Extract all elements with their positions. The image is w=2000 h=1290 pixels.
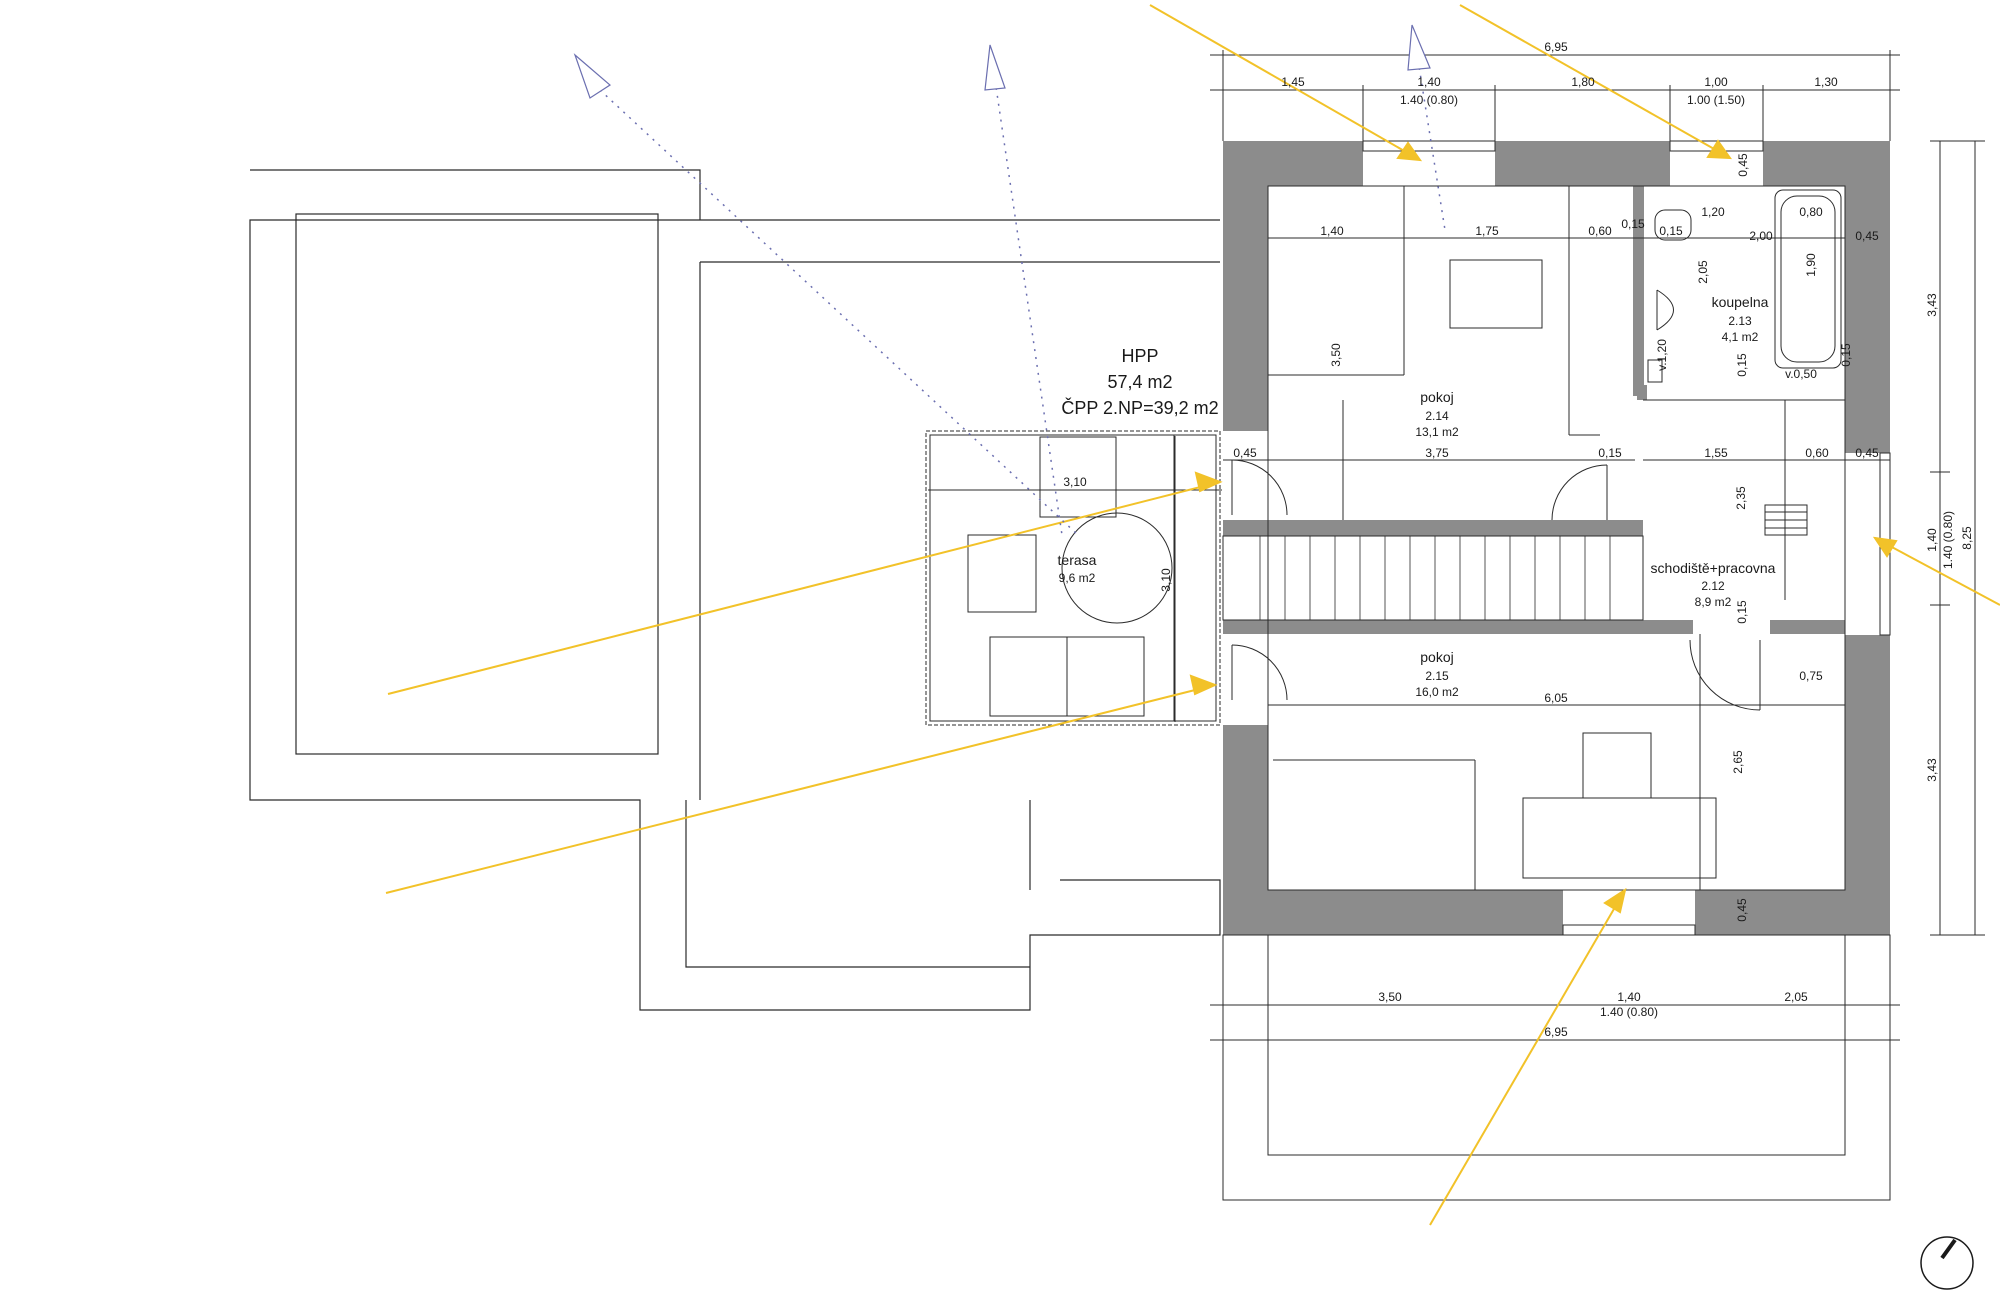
dim-right-140: 1,40 (1925, 528, 1939, 552)
dim-bath-015a: 0,15 (1735, 353, 1749, 377)
dim-bath-w: 1,20 (1701, 205, 1725, 219)
dim-top-2: 1,40 (1417, 75, 1441, 89)
terrace-area: 9,6 m2 (1059, 571, 1096, 585)
dim-bot-140b: 1.40 (0.80) (1600, 1005, 1658, 1019)
terrace (925, 430, 1221, 726)
stair-212-number: 2.12 (1701, 579, 1725, 593)
room-215-area: 16,0 m2 (1415, 685, 1459, 699)
room-215-name: pokoj (1420, 649, 1453, 665)
dim-top-3: 1,80 (1571, 75, 1595, 89)
dim-r214-e: 0,15 (1659, 224, 1683, 238)
dim-r214-c: 0,60 (1588, 224, 1612, 238)
hpp-title: HPP (1121, 346, 1158, 366)
sightline-markers (573, 24, 1431, 99)
dim-bath-205: 2,05 (1696, 260, 1710, 284)
dim-mid-045a: 0,45 (1233, 446, 1257, 460)
dim-top-total: 6,95 (1544, 40, 1568, 54)
dim-bath-045: 0,45 (1855, 229, 1879, 243)
bath-213-number: 2.13 (1728, 314, 1752, 328)
dim-bot-140: 1,40 (1617, 990, 1641, 1004)
dim-top-4: 1,00 (1704, 75, 1728, 89)
dim-r214-d: 0,15 (1621, 217, 1645, 231)
hpp-area: 57,4 m2 (1107, 372, 1172, 392)
walls (1223, 141, 1890, 935)
dim-r214-h: 3,50 (1329, 343, 1343, 367)
north-arrow-icon (1920, 1236, 1974, 1290)
interior-lines (1222, 140, 1891, 936)
dim-terrace-310a: 3,10 (1063, 475, 1087, 489)
dim-top-2b: 1.40 (0.80) (1400, 93, 1458, 107)
dim-r215-045: 0,45 (1735, 898, 1749, 922)
bath-213-area: 4,1 m2 (1722, 330, 1759, 344)
dim-r214-b: 1,75 (1475, 224, 1499, 238)
dimension-lines (928, 50, 1985, 1045)
dim-r215-265: 2,65 (1731, 750, 1745, 774)
hpp-cpp: ČPP 2.NP=39,2 m2 (1061, 397, 1218, 418)
lower-floor-outline (249, 169, 1221, 1011)
dim-mid-155: 1,55 (1704, 446, 1728, 460)
dim-mid-235: 2,35 (1734, 486, 1748, 510)
dim-bath-tub: 0,80 (1799, 205, 1823, 219)
dim-bath-v120: v.1,20 (1655, 339, 1669, 371)
dim-bath-200: 2,00 (1749, 229, 1773, 243)
dim-right-825: 8,25 (1960, 526, 1974, 550)
dim-top-1: 1,45 (1281, 75, 1305, 89)
dimension-labels: 6,95 1,45 1,40 1.40 (0.80) 1,80 1,00 1.0… (1063, 40, 1974, 1039)
dim-mid-015b: 0,15 (1735, 600, 1749, 624)
dim-bath-015b: 0,15 (1839, 343, 1853, 367)
garden-outline (1222, 934, 1891, 1201)
dim-r215-605: 6,05 (1544, 691, 1568, 705)
room-labels: terasa 9,6 m2 pokoj 2.14 13,1 m2 koupeln… (1058, 294, 1776, 699)
room-214-number: 2.14 (1425, 409, 1449, 423)
dim-terrace-310b: 3,10 (1159, 568, 1173, 592)
dim-bath-v050: v.0,50 (1785, 367, 1817, 381)
room-214-area: 13,1 m2 (1415, 425, 1459, 439)
stair-212-area: 8,9 m2 (1695, 595, 1732, 609)
room-214-name: pokoj (1420, 389, 1453, 405)
dim-right-140b: 1.40 (0.80) (1941, 511, 1955, 569)
sun-direction-arrows (385, 4, 2000, 1226)
room-215-number: 2.15 (1425, 669, 1449, 683)
dim-bath-190: 1,90 (1804, 253, 1818, 277)
dim-bot-350: 3,50 (1378, 990, 1402, 1004)
stair-212-name: schodiště+pracovna (1651, 560, 1776, 576)
dim-top-5: 1,30 (1814, 75, 1838, 89)
bath-213-name: koupelna (1712, 294, 1769, 310)
dim-mid-015: 0,15 (1598, 446, 1622, 460)
terrace-name: terasa (1058, 552, 1097, 568)
dim-bath-top045: 0,45 (1736, 153, 1750, 177)
dim-mid-375: 3,75 (1425, 446, 1449, 460)
dim-bot-205: 2,05 (1784, 990, 1808, 1004)
dim-r215-075: 0,75 (1799, 669, 1823, 683)
sightline-traces (599, 59, 1446, 536)
dim-mid-060: 0,60 (1805, 446, 1829, 460)
dim-bot-total: 6,95 (1544, 1025, 1568, 1039)
dim-r214-a: 1,40 (1320, 224, 1344, 238)
dim-right-343a: 3,43 (1925, 293, 1939, 317)
dim-top-4b: 1.00 (1.50) (1687, 93, 1745, 107)
dim-right-343b: 3,43 (1925, 758, 1939, 782)
hpp-summary: HPP 57,4 m2 ČPP 2.NP=39,2 m2 (1061, 346, 1218, 418)
dim-mid-045b: 0,45 (1855, 446, 1879, 460)
